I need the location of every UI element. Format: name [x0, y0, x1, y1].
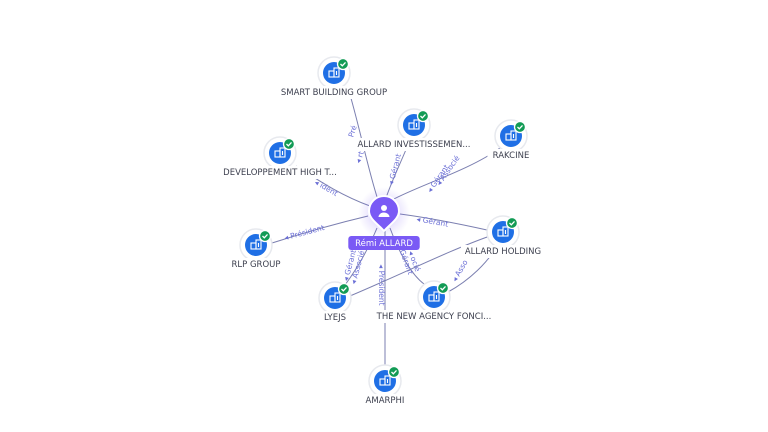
building-icon [408, 119, 420, 130]
company-label-box [368, 310, 500, 323]
building-icon [428, 291, 440, 302]
edge-allard-holding-lyejs [349, 235, 491, 297]
company-label: THE NEW AGENCY FONCI... [376, 312, 492, 322]
company-label-box [276, 86, 392, 99]
company-label-box [487, 149, 535, 162]
company-label: ALLARD INVESTISSEMEN... [358, 140, 471, 150]
verified-check-icon [337, 282, 351, 296]
verified-check-icon [436, 281, 450, 295]
edge-rakcine: ◂ Gérant◂ Associé [391, 147, 501, 201]
verified-check-icon [387, 365, 401, 379]
building-icon [379, 375, 391, 386]
company-node-amarphi[interactable]: AMARPHI [361, 364, 409, 407]
company-node-smart-building-group[interactable]: SMART BUILDING GROUP [276, 56, 392, 99]
company-label-box [214, 166, 346, 179]
company-node-allard-investissements[interactable]: ALLARD INVESTISSEMEN... [348, 108, 480, 151]
edge-amarphi: ◂ Président [377, 228, 386, 366]
building-icon [328, 67, 340, 78]
building-icon [497, 226, 509, 237]
edge-label: ◂ Président [377, 264, 386, 305]
company-label-box [361, 394, 409, 407]
verified-check-icon [505, 216, 519, 230]
edge-line [349, 235, 491, 297]
building-icon [505, 130, 517, 141]
verified-check-icon [513, 120, 527, 134]
company-label: ALLARD HOLDING [465, 247, 541, 257]
company-label-box [348, 138, 480, 151]
company-label: DEVELOPPEMENT HIGH T... [223, 168, 337, 178]
edge-label: ◂ ident [313, 178, 339, 198]
edge-label: ◂ rt [353, 150, 365, 164]
company-label-box [227, 258, 285, 271]
company-node-rlp-group[interactable]: RLP GROUP [227, 228, 285, 271]
company-label: AMARPHI [366, 396, 405, 406]
person-label-box [348, 236, 420, 250]
building-icon [274, 147, 286, 158]
verified-check-icon [416, 109, 430, 123]
building-icon [250, 239, 262, 250]
edge-label: ◂ Gérant [416, 214, 449, 228]
edge-label: ◂ Gérant [386, 153, 403, 186]
verified-check-icon [258, 229, 272, 243]
verified-check-icon [282, 137, 296, 151]
person-icon [378, 205, 390, 217]
edge-line [271, 215, 369, 244]
company-node-developpement-high-t[interactable]: DEVELOPPEMENT HIGH T... [214, 136, 346, 179]
edge-allard-holding: ◂ Gérant [399, 213, 488, 231]
person-node[interactable]: Rémi ALLARD [348, 187, 420, 250]
company-node-the-new-agency-fonci[interactable]: THE NEW AGENCY FONCI... [368, 280, 500, 323]
edge-label: ◂ Président [283, 223, 325, 242]
verified-check-icon [336, 57, 350, 71]
company-label-box [316, 311, 354, 324]
company-label: SMART BUILDING GROUP [281, 88, 387, 98]
company-node-allard-holding[interactable]: ALLARD HOLDING [460, 215, 546, 258]
company-label-box [460, 245, 546, 258]
person-label: Rémi ALLARD [355, 238, 413, 249]
company-label: RLP GROUP [232, 260, 281, 270]
company-node-rakcine[interactable]: RAKCINE [487, 119, 535, 162]
building-icon [329, 292, 341, 303]
company-label: RAKCINE [493, 151, 530, 161]
company-node-lyejs[interactable]: LYEJS [316, 281, 354, 324]
company-label: LYEJS [324, 313, 346, 323]
